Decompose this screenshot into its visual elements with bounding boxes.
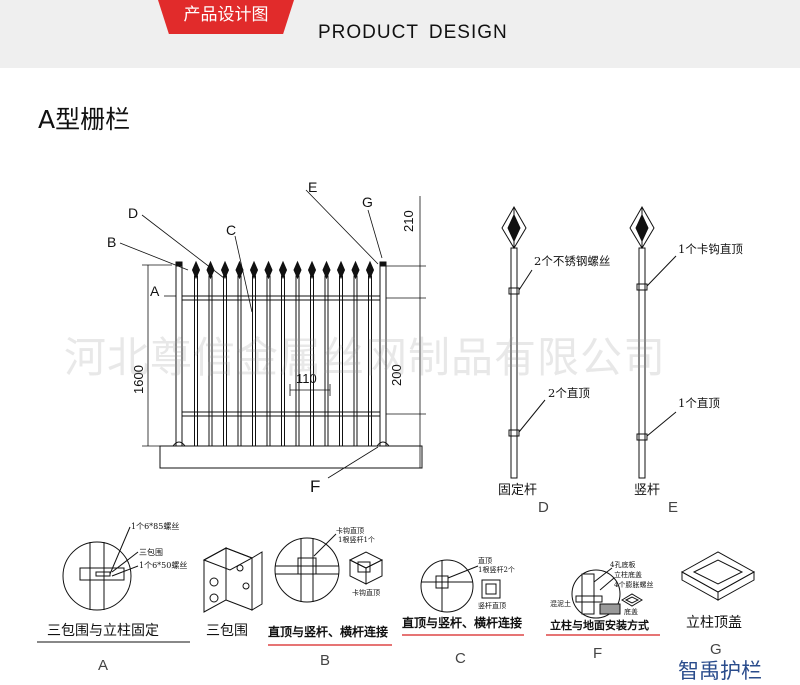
detail-g-letter: G — [710, 641, 722, 658]
picket-tip — [293, 260, 302, 280]
picket-tip — [191, 260, 201, 280]
dim-top-offset: 210 — [401, 210, 416, 232]
detail-f-note-4: 混泥土 — [550, 600, 571, 608]
right-post-foot — [376, 441, 390, 447]
label-g: G — [362, 194, 373, 210]
picket-tip — [365, 260, 375, 280]
post-d-letter: D — [538, 499, 549, 516]
detail-b-note-2: 1根竖杆1个 — [338, 536, 375, 544]
detail-a-drawing — [62, 526, 139, 611]
post-d — [501, 205, 546, 479]
post-d-note-1: 2个不锈钢螺丝 — [534, 254, 611, 268]
detail-b-drawing — [274, 533, 384, 603]
watermark-logo: 智禹护栏 — [678, 659, 762, 683]
picket-tip — [351, 260, 360, 280]
detail-c-drawing — [420, 559, 501, 613]
picket-tip — [220, 260, 230, 280]
post-e-letter: E — [668, 499, 679, 516]
detail-c-note-3: 竖杆直顶 — [478, 602, 506, 610]
detail-f-note-1: 4孔底板 — [610, 561, 636, 569]
post-d-note-2: 2个直顶 — [548, 386, 590, 400]
fence-base — [159, 445, 423, 469]
detail-c-note-2: 1根竖杆2个 — [478, 566, 515, 574]
picket-tip — [264, 260, 273, 280]
label-c: C — [226, 222, 237, 238]
pickets — [191, 260, 375, 447]
picket-tip — [322, 260, 331, 280]
detail-f-caption: 立柱与地面安装方式 — [550, 619, 649, 632]
label-d: D — [128, 205, 139, 221]
left-post-foot — [172, 441, 186, 447]
header-tab-label: 产品设计图 — [183, 5, 269, 25]
label-e: E — [308, 179, 318, 195]
detail-f-letter: F — [593, 645, 603, 662]
detail-c-note-1: 直顶 — [478, 557, 492, 565]
detail-b-note-1: 卡钩直顶 — [336, 527, 364, 535]
detail-g-drawing — [680, 551, 756, 601]
header-tab: 产品设计图 — [158, 0, 294, 34]
header-title: PRODUCT DESIGN — [318, 22, 508, 43]
picket-tip — [249, 260, 259, 280]
picket-tip — [278, 260, 288, 280]
post-d-name: 固定杆 — [498, 483, 538, 498]
picket-tip — [307, 260, 317, 280]
detail-g-caption: 立柱顶盖 — [686, 615, 742, 631]
post-e-note-2: 1个直顶 — [678, 396, 720, 410]
detail-a-note-1: 1个6*85螺丝 — [131, 522, 180, 531]
detail-f-drawing — [571, 567, 643, 619]
post-e-name: 竖杆 — [634, 483, 661, 498]
post-e-note-1: 1个卡钩直顶 — [678, 242, 743, 256]
page-title: A型栅栏 — [38, 105, 131, 134]
detail-b-note-3: 卡钩直顶 — [352, 589, 380, 597]
detail-a-letter: A — [98, 657, 109, 674]
detail-f-note-2: 立柱底盖 — [614, 571, 642, 579]
dim-picket-spacing: 110 — [296, 371, 317, 386]
detail-a2-caption: 三包围 — [206, 623, 248, 639]
detail-c-caption: 直顶与竖杆、横杆连接 — [402, 616, 523, 630]
detail-a-note-2: 三包围 — [139, 548, 163, 557]
detail-a-note-3: 1个6*50螺丝 — [139, 561, 188, 570]
detail-b-caption: 直顶与竖杆、横杆连接 — [268, 625, 389, 639]
detail-f-note-3: 4个膨胀螺丝 — [614, 581, 654, 589]
detail-a-caption: 三包围与立柱固定 — [47, 623, 159, 639]
detail-b-letter: B — [320, 652, 331, 669]
header-bar: 产品设计图 PRODUCT DESIGN — [0, 0, 800, 68]
label-a: A — [150, 283, 160, 299]
detail-a2-drawing — [202, 547, 263, 613]
picket-tip — [235, 260, 244, 280]
picket-tip — [336, 260, 346, 280]
label-f: F — [310, 477, 321, 496]
watermark-text: 河北尊信金属丝网制品有限公司 — [64, 333, 667, 382]
detail-f-note-5: 底盖 — [624, 608, 638, 616]
post-e — [629, 205, 677, 479]
detail-c-letter: C — [455, 650, 466, 667]
label-b: B — [107, 234, 117, 250]
